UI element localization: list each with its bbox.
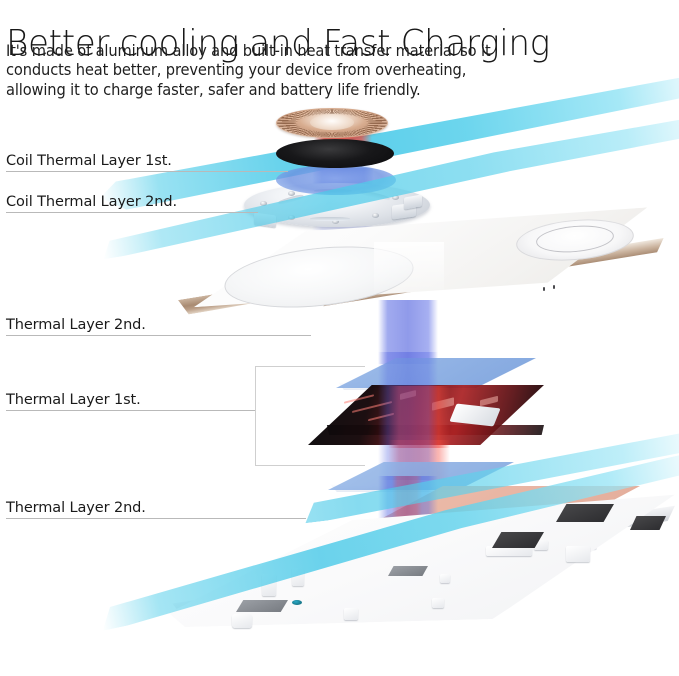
base-front-edge xyxy=(168,540,602,620)
callout-thermal-layer-2nd-top: Thermal Layer 2nd. xyxy=(6,310,318,336)
gold-shell-side-edge xyxy=(323,237,664,307)
callout-coil-thermal-layer-1st: Coil Thermal Layer 1st. xyxy=(6,146,296,172)
callout-label: Thermal Layer 2nd. xyxy=(6,500,146,516)
shell-pin-dot-1 xyxy=(543,287,545,291)
glow-fade-bottom xyxy=(372,566,444,604)
charging-pad-dish xyxy=(221,238,417,316)
description-line-1: It's made of aluminum alloy and built-in… xyxy=(6,42,491,60)
callout-coil-thermal-layer-2nd: Coil Thermal Layer 2nd. xyxy=(6,187,266,213)
base-boss-2 xyxy=(292,568,304,586)
pcb-trace-3 xyxy=(368,412,394,422)
description-line-3: allowing it to charge faster, safer and … xyxy=(6,80,421,99)
callout-leader-line xyxy=(6,212,258,213)
aluminum-coil-bracket xyxy=(244,183,430,227)
page-title: Better cooling and Fast Charging xyxy=(6,23,550,65)
heat-column-red-top xyxy=(314,118,372,154)
base-dark-block-3 xyxy=(630,516,666,530)
callout-thermal-layer-2nd-bottom: Thermal Layer 2nd. xyxy=(6,493,314,519)
base-gray-block-1 xyxy=(236,600,288,612)
callout-label: Coil Thermal Layer 1st. xyxy=(6,153,172,169)
gold-shell-front-edge xyxy=(178,233,595,316)
base-boss-7 xyxy=(534,540,548,550)
pcb-chip-1 xyxy=(400,390,416,400)
heat-column-red-bottom xyxy=(392,476,422,528)
bracket-tab-right-2 xyxy=(404,194,422,210)
callout-label: Coil Thermal Layer 2nd. xyxy=(6,194,177,210)
callout-leader-line xyxy=(6,410,255,411)
heat-column-red-pcb xyxy=(388,386,450,448)
cool-air-ribbon-lower xyxy=(92,455,679,631)
heat-column-blue-bottom xyxy=(378,476,438,598)
base-boss-9 xyxy=(486,546,532,556)
glow-fade-mid xyxy=(374,242,444,298)
charging-coil-ring-outer xyxy=(514,214,636,266)
callout-leader-line xyxy=(6,518,306,519)
page-description: It's made of aluminum alloy and built-in… xyxy=(6,42,570,100)
gold-top-shell-face xyxy=(178,207,651,307)
pcb-chip-3 xyxy=(480,395,498,407)
callout-thermal-layer-1st: Thermal Layer 1st. xyxy=(6,385,262,411)
callout-leader-line xyxy=(6,335,311,336)
base-dark-block-1 xyxy=(556,504,614,522)
heat-column-blue-pcb xyxy=(378,352,438,480)
pcb-white-coil xyxy=(449,403,501,427)
base-boss-4 xyxy=(344,608,358,620)
base-gray-block-2 xyxy=(388,566,428,576)
callout-leader-line xyxy=(6,171,288,172)
callout-label: Thermal Layer 1st. xyxy=(6,392,141,408)
base-led-dot xyxy=(292,600,302,605)
base-boss-1 xyxy=(262,574,276,596)
base-boss-6 xyxy=(440,574,450,583)
bracket-tab-left xyxy=(254,212,276,228)
blue-sheet-lower-edge xyxy=(330,484,466,492)
thermal-layer-1st-bracket xyxy=(255,366,365,466)
callout-label: Thermal Layer 2nd. xyxy=(6,317,146,333)
base-boss-5 xyxy=(432,598,444,608)
cool-air-ribbon-lower-back xyxy=(150,432,679,541)
description-line-2: conducts heat better, preventing your de… xyxy=(6,61,467,80)
base-boss-8 xyxy=(566,546,590,562)
heat-column-red-pcb-lower xyxy=(388,440,450,480)
heat-column-blue-coil xyxy=(312,168,374,230)
base-side-edge xyxy=(572,505,675,536)
charging-coil-ring-inner xyxy=(535,223,615,256)
copper-thermal-sheet xyxy=(300,486,640,562)
base-boss-3 xyxy=(232,614,252,628)
shell-pin-dot-2 xyxy=(553,285,555,289)
heat-column-blue-mid xyxy=(378,300,438,364)
bracket-tab-right xyxy=(392,202,416,220)
glow-fade-top xyxy=(306,206,382,232)
base-dark-block-2 xyxy=(492,532,544,548)
copper-induction-coil xyxy=(276,108,388,138)
blue-thermal-sheet-upper xyxy=(336,358,536,388)
heat-column-blue-top xyxy=(312,150,374,196)
blue-thermal-sheet-lower xyxy=(328,462,514,490)
pcb-chip-2 xyxy=(432,397,454,411)
